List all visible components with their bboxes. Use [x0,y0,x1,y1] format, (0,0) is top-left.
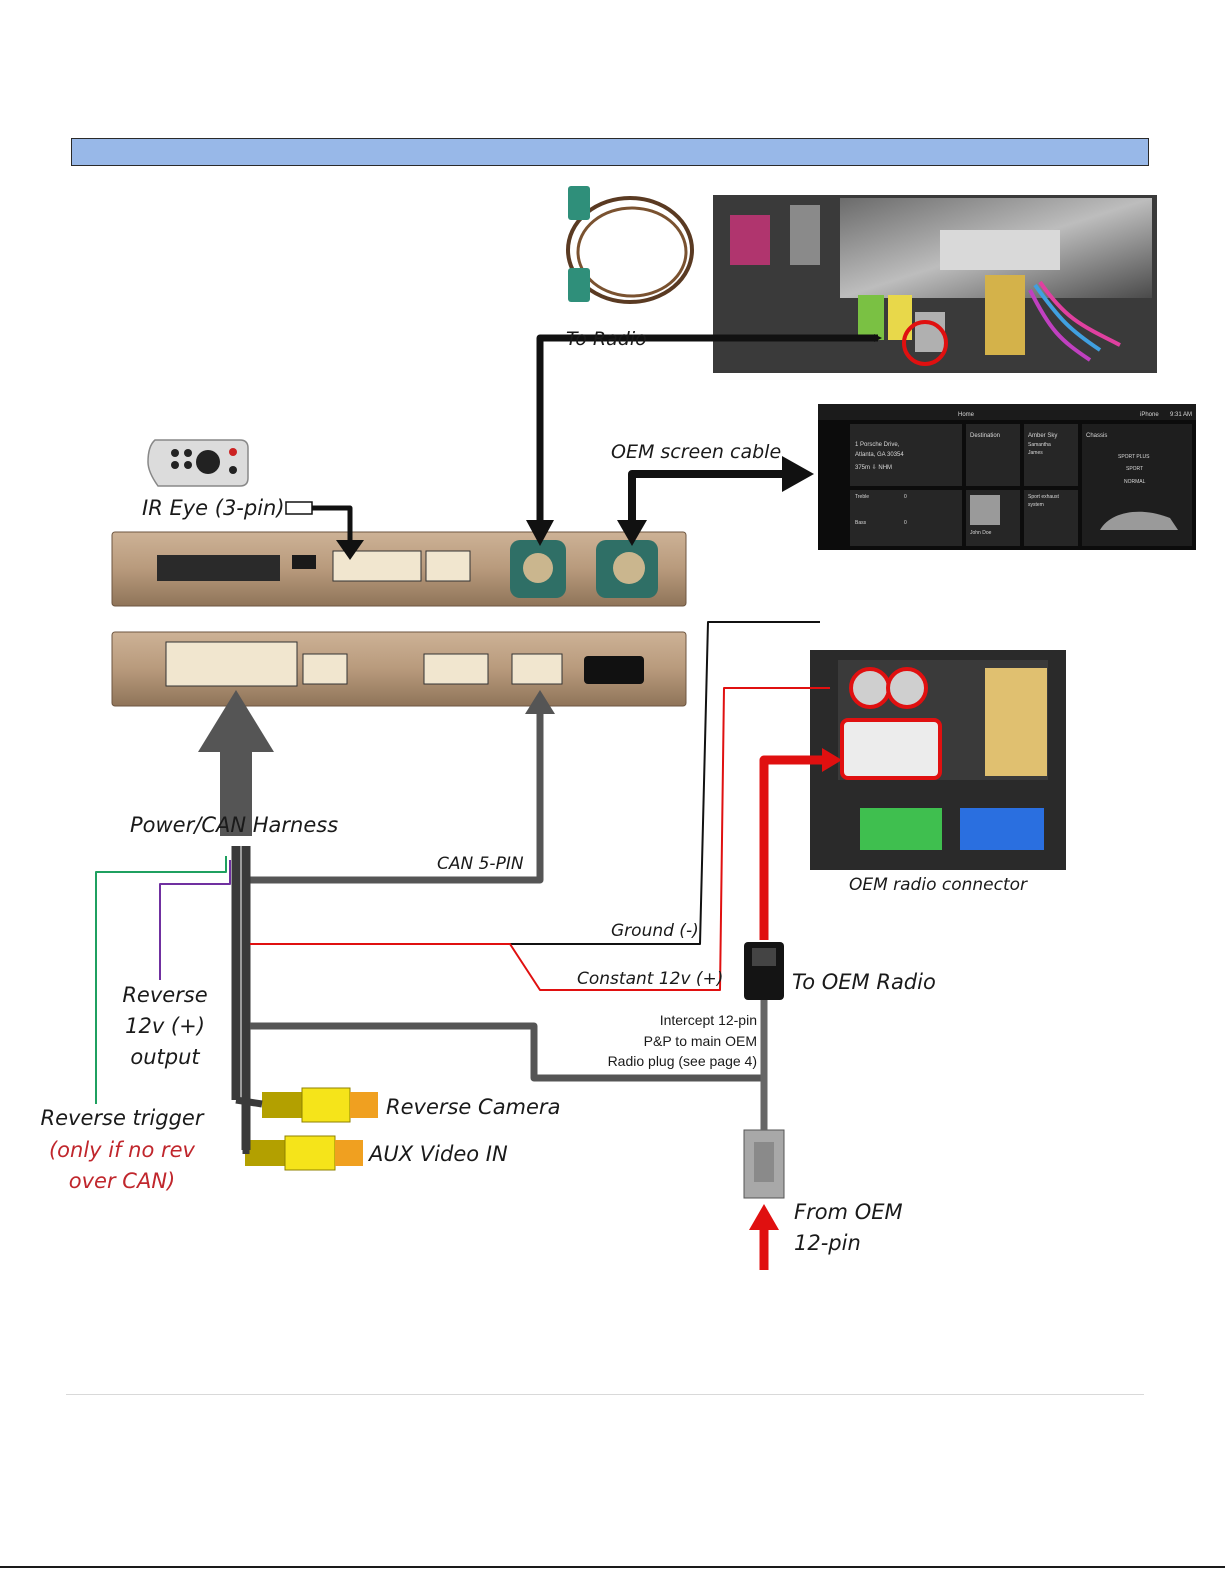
label-ir-eye: IR Eye (3-pin) [142,496,285,520]
to-radio-arrowhead [526,520,554,546]
power-harness-arrow-shaft [220,750,252,836]
screen-treble: Treble [855,494,869,500]
screen-cable-arrowhead-module [617,520,647,546]
footer-divider [66,1394,1144,1395]
screen-address-line2: Atlanta, GA 30354 [855,452,904,458]
screen-mode2: SPORT [1126,466,1143,472]
screen-distance: 375m ⇩ NHM [855,464,892,471]
arrows [198,456,842,1230]
interface-module-bottom [111,631,687,707]
to-oem-radio-arrowhead [822,748,842,772]
interface-module-top [111,531,687,607]
screen-iphone-text: iPhone [1140,412,1159,418]
label-oem-radio-connector: OEM radio connector [849,875,1028,895]
from-oem-arrowhead [749,1204,779,1230]
screen-chassis: Chassis [1086,433,1107,439]
screen-mode1: SPORT PLUS [1118,454,1150,460]
screen-treble-value: 0 [904,494,907,500]
to-oem-radio-plug [744,942,784,1000]
label-from-oem-line1: From OEM [794,1200,903,1224]
screen-bass-value: 0 [904,520,907,526]
label-reverse-output-line3: output [130,1045,200,1069]
screen-sport-exhaust1: Sport exhaust [1028,494,1059,500]
label-from-oem-line2: 12-pin [794,1231,861,1255]
section-title-bar [71,138,1149,166]
label-reverse-trigger-note2: over CAN) [69,1169,175,1193]
screen-destination: Destination [970,433,1000,439]
from-oem-12pin-plug [743,1129,785,1199]
wires [95,334,882,1270]
ir-eye-sensor [285,501,313,515]
label-to-radio: To Radio [566,328,647,350]
screen-media-artist2: James [1028,450,1043,456]
screen-address-line1: 1 Porsche Drive, [855,442,900,448]
label-reverse-trigger-note1: (only if no rev [49,1138,196,1162]
screen-sport-exhaust2: system [1028,502,1044,508]
oem-radio-connector-photo [810,650,1066,870]
label-intercept-line1: Intercept 12-pin [660,1012,757,1028]
label-intercept-line3: Radio plug (see page 4) [608,1053,757,1069]
can-arrowhead [525,690,555,714]
label-reverse-output-line2: 12v (+) [125,1014,205,1038]
screen-media-artist1: Samantha [1028,442,1051,448]
screen-mode3: NORMAL [1124,479,1146,485]
label-reverse-trigger: Reverse trigger [41,1106,205,1130]
label-reverse-output-line1: Reverse [122,983,207,1007]
power-harness-arrowhead [198,690,274,752]
screen-media-title: Amber Sky [1028,433,1057,439]
page-bottom-rule [0,1566,1225,1568]
ir-eye-arrowhead [336,540,364,560]
rca-aux-video [245,1135,363,1171]
screen-home-text: Home [958,412,975,418]
ir-remote-image [147,439,249,487]
label-can-5pin: CAN 5-PIN [437,854,524,874]
fakra-cable-image [566,186,694,304]
screen-cable-arrowhead-screen [782,456,814,492]
label-ground: Ground (-) [611,921,699,941]
label-aux-video-in: AUX Video IN [367,1142,508,1166]
screen-contact: John Doe [970,530,992,536]
screen-bass: Bass [855,520,867,526]
screen-time-text: 9:31 AM [1170,412,1192,418]
radio-unit-photo [713,195,1157,373]
label-to-oem-radio: To OEM Radio [792,970,936,994]
label-power-can-harness: Power/CAN Harness [130,813,338,837]
label-intercept-line2: P&P to main OEM [644,1033,757,1049]
label-reverse-camera: Reverse Camera [386,1095,560,1119]
oem-screen-image: Home iPhone 9:31 AM 1 Porsche Drive, Atl… [818,404,1196,550]
label-constant-12v: Constant 12v (+) [577,969,723,989]
label-oem-screen-cable: OEM screen cable [611,441,781,463]
rca-reverse-camera [262,1087,378,1123]
